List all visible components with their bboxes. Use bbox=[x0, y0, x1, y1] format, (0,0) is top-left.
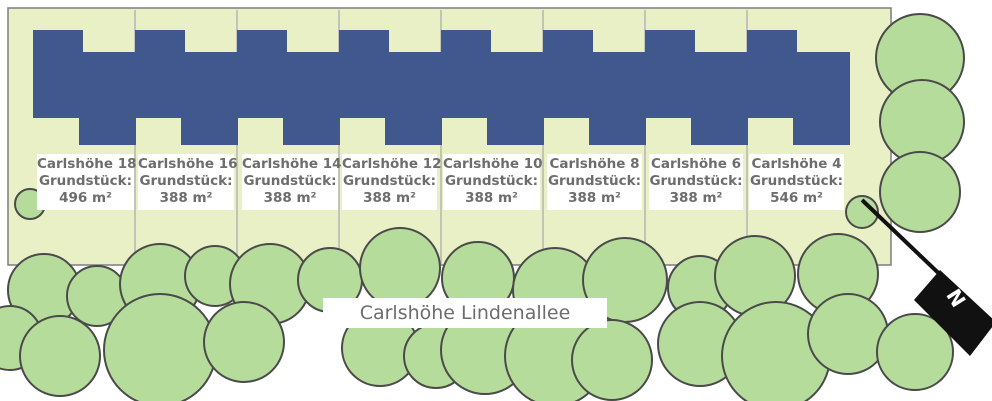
lot-area-label: Grundstück: bbox=[243, 173, 337, 189]
lot-area-label: Grundstück: bbox=[649, 173, 743, 189]
lot-name: Carlshöhe 16 bbox=[138, 156, 238, 172]
lot-area-label: Grundstück: bbox=[342, 173, 437, 189]
lot-name: Carlshöhe 8 bbox=[549, 156, 640, 172]
lot-name: Carlshöhe 12 bbox=[342, 156, 442, 172]
house-front-6 bbox=[543, 30, 593, 118]
lot-name: Carlshöhe 6 bbox=[650, 156, 742, 172]
lot-name: Carlshöhe 4 bbox=[751, 156, 842, 172]
tree-4 bbox=[845, 195, 879, 229]
house-front-7 bbox=[645, 30, 695, 118]
tree-21 bbox=[103, 293, 217, 401]
lot-name: Carlshöhe 14 bbox=[242, 156, 342, 172]
house-front-5 bbox=[441, 30, 491, 118]
house-front-4 bbox=[339, 30, 389, 118]
trees bbox=[0, 13, 965, 401]
lot-area: 496 m² bbox=[59, 190, 112, 206]
lot-name: Carlshöhe 10 bbox=[443, 156, 543, 172]
tree-22 bbox=[203, 301, 285, 383]
tree-31 bbox=[876, 313, 954, 391]
house-rear-6 bbox=[589, 52, 646, 145]
lot-area: 388 m² bbox=[669, 190, 723, 206]
lot-area: 388 m² bbox=[263, 190, 317, 206]
house-rear-2 bbox=[181, 52, 238, 145]
lot-area-label: Grundstück: bbox=[139, 173, 233, 189]
tree-30 bbox=[807, 293, 889, 375]
lot-name: Carlshöhe 18 bbox=[37, 156, 137, 172]
tree-27 bbox=[571, 319, 653, 401]
lot-area-label: Grundstück: bbox=[749, 173, 844, 189]
tree-3 bbox=[879, 151, 961, 233]
lot-area: 546 m² bbox=[770, 190, 823, 206]
houses bbox=[33, 30, 850, 145]
house-front-3 bbox=[237, 30, 287, 118]
tree-20 bbox=[19, 315, 101, 397]
tree-12 bbox=[359, 227, 441, 309]
house-rear-4 bbox=[385, 52, 442, 145]
house-rear-5 bbox=[487, 52, 544, 145]
north-arrow bbox=[860, 198, 992, 356]
house-front-1 bbox=[33, 30, 83, 118]
house-rear-7 bbox=[691, 52, 748, 145]
lot-area: 388 m² bbox=[465, 190, 518, 206]
lot-area-label: Grundstück: bbox=[38, 173, 133, 189]
house-rear-1 bbox=[79, 52, 136, 145]
lot-area: 388 m² bbox=[363, 190, 416, 206]
street-label: Carlshöhe Lindenallee bbox=[323, 298, 607, 328]
house-rear-8 bbox=[793, 52, 850, 145]
lot-area: 388 m² bbox=[568, 190, 621, 206]
lot-area-label: Grundstück: bbox=[444, 173, 539, 189]
lot-area: 388 m² bbox=[159, 190, 213, 206]
house-front-8 bbox=[747, 30, 797, 118]
house-front-2 bbox=[135, 30, 185, 118]
house-rear-3 bbox=[283, 52, 340, 145]
lot-area-label: Grundstück: bbox=[547, 173, 642, 189]
